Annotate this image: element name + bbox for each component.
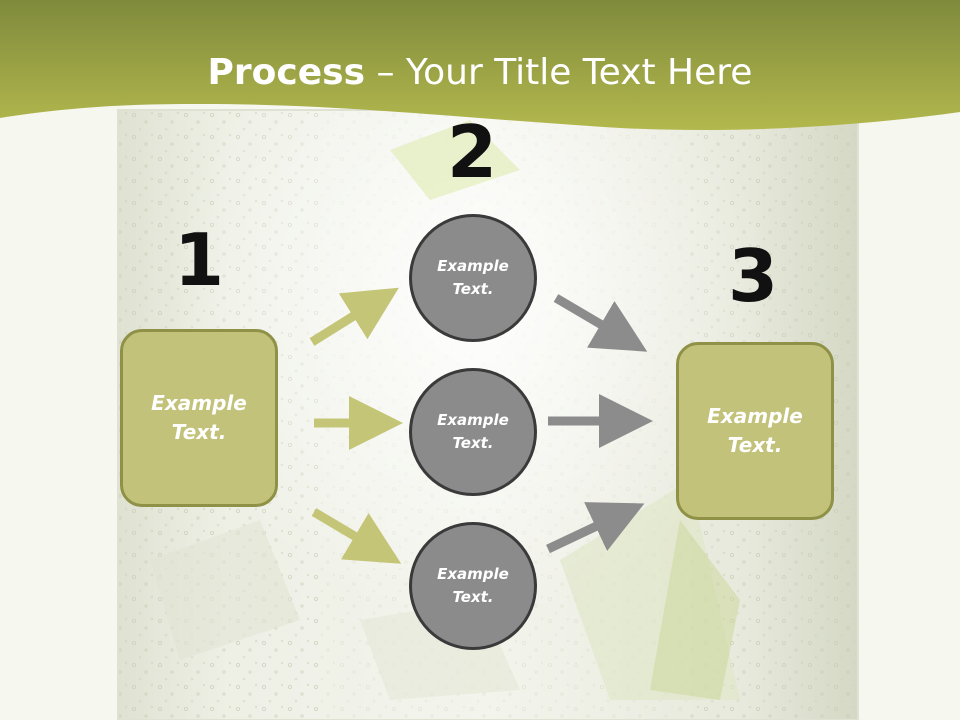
step-number-3: 3: [727, 234, 779, 318]
step-3-text: Example Text.: [707, 404, 803, 457]
title-bold: Process: [207, 52, 366, 93]
step-2-circle-top: Example Text.: [409, 214, 537, 342]
step-3-box: Example Text.: [676, 342, 834, 520]
arrow-1-to-2a: [309, 287, 399, 346]
step-2-circle-bottom: Example Text.: [409, 522, 537, 650]
arrow-2a-to-3: [553, 294, 648, 352]
title-rest: – Your Title Text Here: [365, 52, 753, 93]
step-number-2: 2: [446, 110, 498, 194]
step-1-text: Example Text.: [151, 391, 247, 444]
page-title: Process – Your Title Text Here: [0, 52, 960, 93]
circle-middle-text: Example Text.: [437, 411, 509, 452]
title-banner: [0, 0, 960, 131]
circle-top-text: Example Text.: [437, 257, 509, 298]
arrow-1-to-2c: [311, 508, 402, 564]
step-1-box: Example Text.: [120, 329, 278, 507]
arrow-2c-to-3: [546, 502, 645, 554]
step-number-1: 1: [173, 218, 225, 302]
circle-bottom-text: Example Text.: [437, 565, 509, 606]
step-2-circle-middle: Example Text.: [409, 368, 537, 496]
